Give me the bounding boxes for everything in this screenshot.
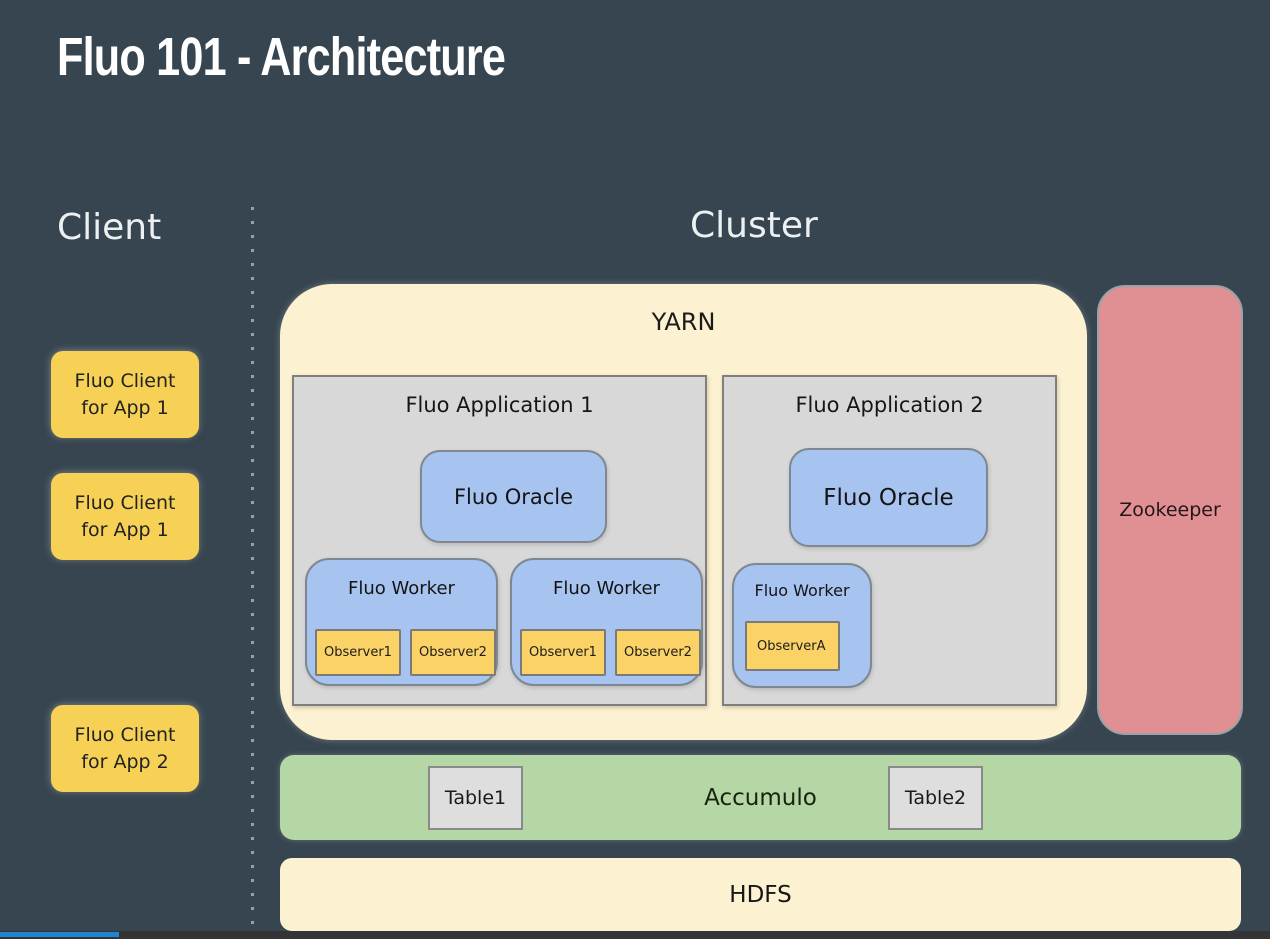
fluo-worker-box-app2: Fluo Worker ObserverA bbox=[732, 563, 872, 688]
page-title: Fluo 101 - Architecture bbox=[57, 27, 506, 87]
fluo-worker-label: Fluo Worker bbox=[754, 581, 850, 600]
fluo-client-label-line1: Fluo Client bbox=[74, 724, 176, 747]
fluo-application-1-label: Fluo Application 1 bbox=[405, 393, 594, 417]
video-progress-fill bbox=[0, 932, 119, 937]
video-progress-bar[interactable] bbox=[0, 931, 1270, 939]
table1-box: Table1 bbox=[428, 766, 523, 830]
accumulo-bar: Accumulo Table1 Table2 bbox=[280, 755, 1241, 840]
fluo-worker-box-app1-2: Fluo Worker Observer1 Observer2 bbox=[510, 558, 703, 686]
fluo-client-label-line1: Fluo Client bbox=[74, 492, 176, 515]
fluo-oracle-box-app2: Fluo Oracle bbox=[789, 448, 988, 547]
client-cluster-divider bbox=[251, 207, 254, 931]
fluo-worker-box-app1-1: Fluo Worker Observer1 Observer2 bbox=[305, 558, 498, 686]
cluster-section-label: Cluster bbox=[690, 205, 818, 246]
observer-label: Observer1 bbox=[529, 645, 597, 660]
table2-box: Table2 bbox=[888, 766, 983, 830]
observer-label: Observer1 bbox=[324, 645, 392, 660]
fluo-application-2-label: Fluo Application 2 bbox=[795, 393, 984, 417]
fluo-application-1-box: Fluo Application 1 Fluo Oracle Fluo Work… bbox=[292, 375, 707, 706]
fluo-client-label-line2: for App 1 bbox=[81, 396, 169, 419]
zookeeper-box: Zookeeper bbox=[1097, 285, 1243, 735]
hdfs-bar: HDFS bbox=[280, 858, 1241, 931]
fluo-worker-label: Fluo Worker bbox=[348, 578, 455, 599]
observer2-box: Observer2 bbox=[410, 629, 496, 676]
zookeeper-label: Zookeeper bbox=[1119, 499, 1221, 521]
fluo-client-app2-box: Fluo Client for App 2 bbox=[51, 705, 199, 792]
observer-label: Observer2 bbox=[419, 645, 487, 660]
fluo-client-label-line1: Fluo Client bbox=[74, 370, 176, 393]
fluo-client-app1-box: Fluo Client for App 1 bbox=[51, 351, 199, 438]
yarn-label: YARN bbox=[651, 308, 716, 336]
table1-label: Table1 bbox=[444, 787, 507, 809]
accumulo-label: Accumulo bbox=[704, 784, 817, 811]
observerA-box: ObserverA bbox=[745, 621, 840, 671]
table2-label: Table2 bbox=[904, 787, 967, 809]
fluo-client-label-line2: for App 1 bbox=[81, 518, 169, 541]
observer-label: ObserverA bbox=[757, 638, 826, 654]
fluo-client-label-line2: for App 2 bbox=[81, 750, 169, 773]
fluo-client-app1-box-2: Fluo Client for App 1 bbox=[51, 473, 199, 560]
observer-label: Observer2 bbox=[624, 645, 692, 660]
fluo-oracle-label: Fluo Oracle bbox=[823, 484, 954, 511]
hdfs-label: HDFS bbox=[729, 881, 792, 908]
yarn-container: YARN Fluo Application 1 Fluo Oracle Fluo… bbox=[280, 284, 1087, 740]
fluo-application-2-box: Fluo Application 2 Fluo Oracle Fluo Work… bbox=[722, 375, 1057, 706]
fluo-worker-label: Fluo Worker bbox=[553, 578, 660, 599]
fluo-oracle-label: Fluo Oracle bbox=[453, 484, 574, 509]
client-section-label: Client bbox=[57, 207, 162, 248]
observer1-box: Observer1 bbox=[520, 629, 606, 676]
observer2-box: Observer2 bbox=[615, 629, 701, 676]
fluo-oracle-box-app1: Fluo Oracle bbox=[420, 450, 607, 543]
observer1-box: Observer1 bbox=[315, 629, 401, 676]
